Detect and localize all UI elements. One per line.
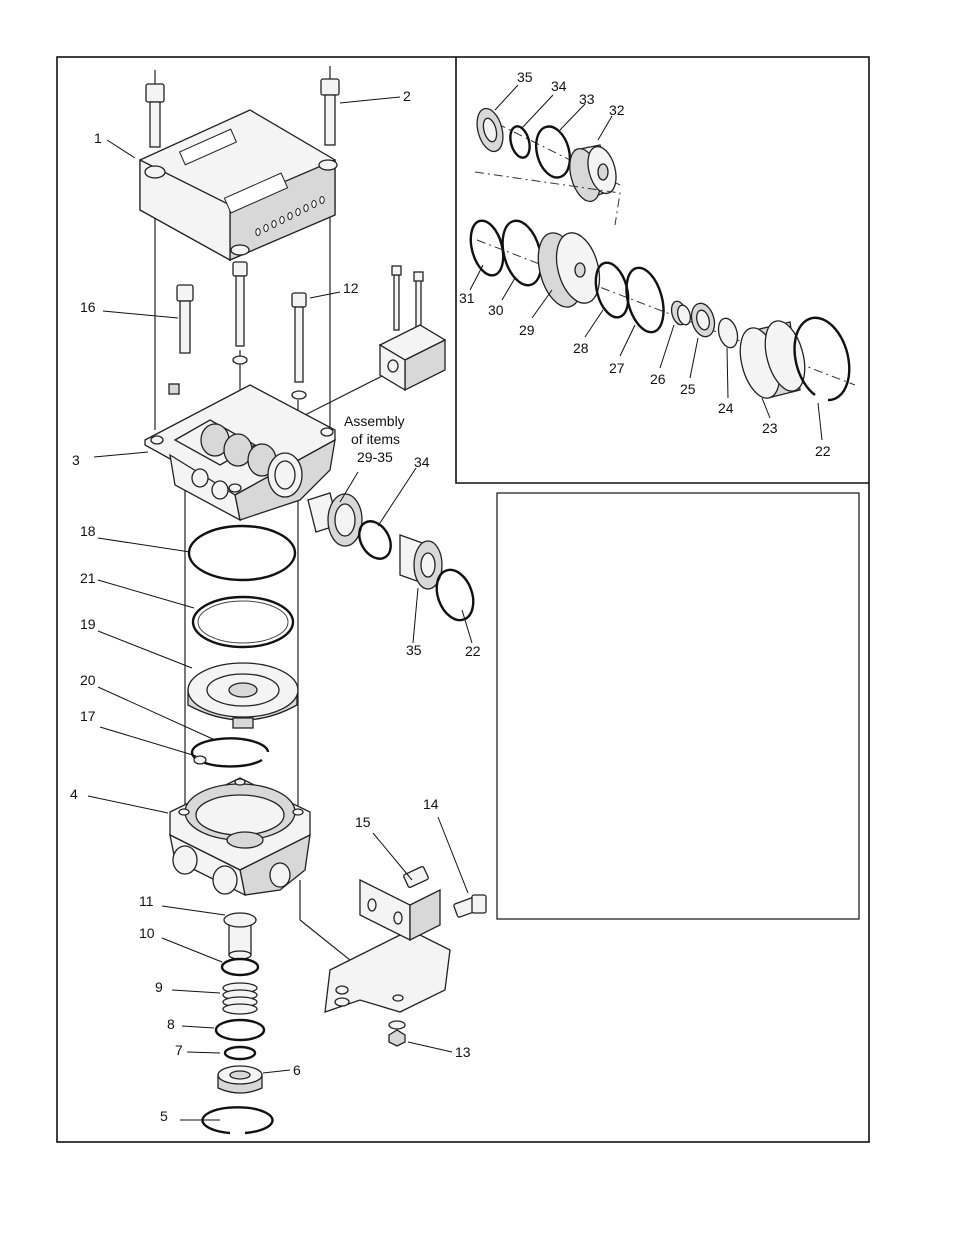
callout-22: 22: [465, 643, 481, 659]
inset-callout-26: 26: [650, 371, 666, 387]
ring-item-20: [190, 737, 270, 768]
body-part: [144, 384, 336, 522]
inset-frame: [455, 57, 869, 484]
callout-6: 6: [293, 1062, 301, 1078]
callout-10: 10: [139, 925, 155, 941]
bolt-middle: [232, 261, 248, 365]
callout-14: 14: [423, 796, 439, 812]
assembly-note-line-2: of items: [351, 431, 400, 447]
callout-7: 7: [175, 1042, 183, 1058]
callout-8: 8: [167, 1016, 175, 1032]
inset-view: 35 34 33 32 31 30 29 28 27 26 25 24 23 2…: [459, 69, 856, 459]
inset-callout-33: 33: [579, 91, 595, 107]
ring-item-21-inner: [197, 600, 289, 644]
main-leaders: [87, 96, 473, 1121]
callout-16: 16: [80, 299, 96, 315]
callout-4: 4: [70, 786, 78, 802]
main-callouts: 1 2 3 4 5 6 7 8 9 10 11 12 13 14 15 16 1…: [70, 88, 481, 1124]
callout-34: 34: [414, 454, 430, 470]
callout-18: 18: [80, 523, 96, 539]
assembly-note-line-1: Assembly: [344, 413, 405, 429]
washer-item-17: [193, 755, 207, 765]
inset-callout-23: 23: [762, 420, 778, 436]
bolt-top-left: [145, 70, 165, 148]
terminal-block: [378, 265, 447, 392]
callout-3: 3: [72, 452, 80, 468]
ring-item-21: [191, 595, 295, 649]
callout-17: 17: [80, 708, 96, 724]
assembly-note-line-3: 29-35: [357, 449, 393, 465]
callout-19: 19: [80, 616, 96, 632]
small-nut: [168, 383, 180, 395]
inset-callout-24: 24: [718, 400, 734, 416]
inset-callout-25: 25: [680, 381, 696, 397]
outer-frame: [56, 56, 870, 1143]
callout-20: 20: [80, 672, 96, 688]
callout-11: 11: [139, 893, 154, 909]
cartridge-assembly: [307, 492, 475, 622]
inset-callout-22: 22: [815, 443, 831, 459]
callout-35: 35: [406, 642, 422, 658]
callout-1: 1: [94, 130, 102, 146]
assembly-annotation: Assembly of items 29-35: [344, 413, 405, 465]
ring-item-18: [187, 524, 297, 582]
callout-21: 21: [80, 570, 96, 586]
callout-15: 15: [355, 814, 371, 830]
exhaust-stack: [201, 912, 274, 1135]
inset-callout-34: 34: [551, 78, 567, 94]
inset-callout-32: 32: [609, 102, 625, 118]
inset-callout-27: 27: [609, 360, 625, 376]
bolt-item-16: [176, 284, 194, 354]
inset-callout-29: 29: [519, 322, 535, 338]
callout-5: 5: [160, 1108, 168, 1124]
inset-callout-31: 31: [459, 290, 475, 306]
bolt-item-12: [291, 292, 307, 400]
bolt-top-right: [320, 66, 340, 146]
piston-item-19: [187, 662, 299, 729]
callout-9: 9: [155, 979, 163, 995]
mounting-bracket: [324, 866, 487, 1047]
lower-body-part: [169, 777, 311, 897]
inset-callout-35: 35: [517, 69, 533, 85]
cover-part: [139, 109, 338, 262]
callout-2: 2: [403, 88, 411, 104]
callout-12: 12: [343, 280, 359, 296]
inset-callout-28: 28: [573, 340, 589, 356]
callout-13: 13: [455, 1044, 471, 1060]
note-box: [496, 492, 860, 920]
inset-callout-30: 30: [488, 302, 504, 318]
